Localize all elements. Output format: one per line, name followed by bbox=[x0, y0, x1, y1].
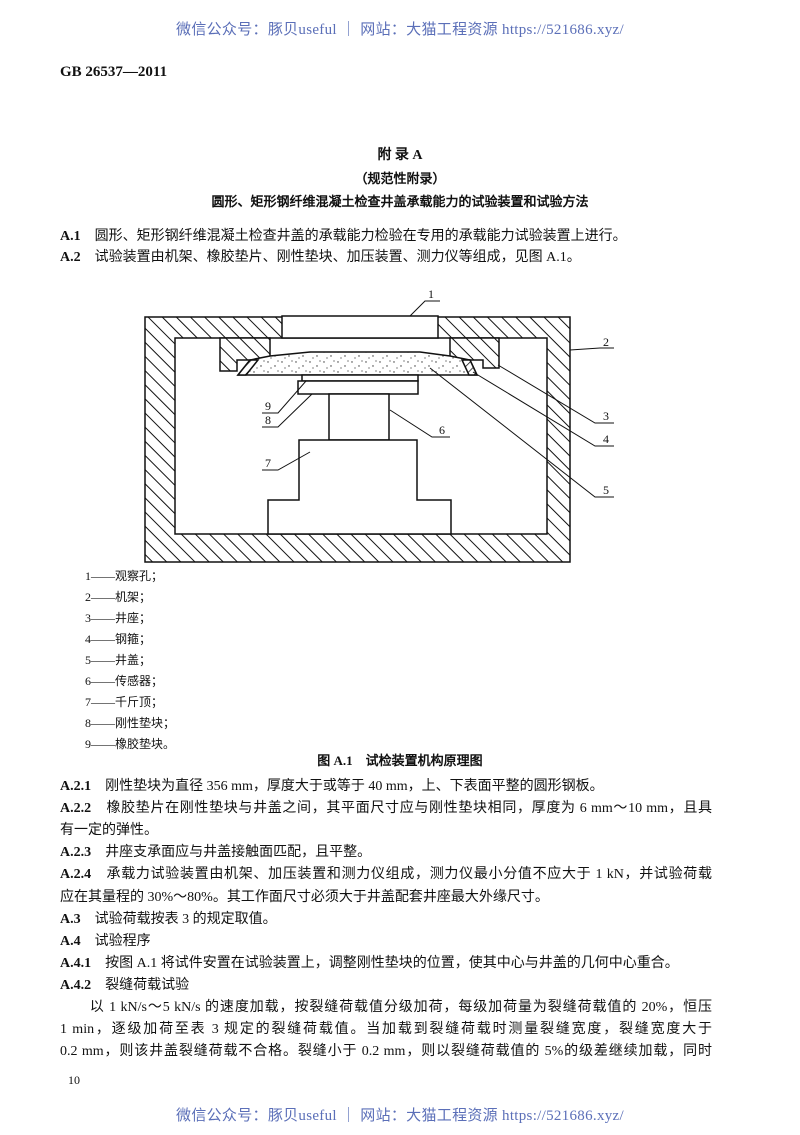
clause-number: A.3 bbox=[60, 911, 81, 927]
body-line: 以 1 kN/s～5 kN/s 的速度加载，按裂缝荷载值分级加荷，每级加荷量为裂… bbox=[60, 999, 712, 1017]
well-seat-left bbox=[219, 337, 271, 372]
observation-hole bbox=[281, 315, 439, 339]
steel-hoop-right bbox=[460, 359, 479, 376]
legend-item: 9——橡胶垫块。 bbox=[85, 737, 176, 751]
clause-a2: A.2 试验装置由机架、橡胶垫片、刚性垫块、加压装置、测力仪等组成，见图 A.1… bbox=[60, 250, 581, 265]
legend-item: 2——机架； bbox=[85, 590, 152, 604]
body-line: A.4.2 裂缝荷载试验 bbox=[60, 977, 189, 995]
body-line: A.3 试验荷载按表 3 的规定取值。 bbox=[60, 911, 277, 929]
legend-item: 1——观察孔； bbox=[85, 569, 164, 583]
standard-header: GB 26537—2011 bbox=[60, 64, 168, 80]
clause-text: 1 min，逐级加荷至表 3 规定的裂缝荷载值。当加载到裂缝荷载时测量裂缝宽度，… bbox=[60, 1022, 712, 1038]
callout-3: 3 bbox=[603, 409, 609, 423]
clause-text: 以 1 kN/s～5 kN/s 的速度加载，按裂缝荷载值分级加荷，每级加荷量为裂… bbox=[60, 1000, 712, 1015]
body-line: A.2.1 刚性垫块为直径 356 mm，厚度大于或等于 40 mm，上、下表面… bbox=[60, 778, 604, 796]
clause-text: 试验程序 bbox=[94, 933, 151, 949]
clause-text: 应在其量程的 30%～80%。其工作面尺寸必须大于井盖配套井座最大外缘尺寸。 bbox=[60, 889, 549, 905]
clause-text: 试验荷载按表 3 的规定取值。 bbox=[94, 911, 277, 927]
well-seat-right bbox=[449, 337, 500, 369]
legend-item: 8——刚性垫块； bbox=[85, 716, 176, 730]
appendix-title: 附 录 A bbox=[377, 148, 423, 163]
clause-a1: A.1 圆形、矩形钢纤维混凝土检查井盖的承载能力检验在专用的承载能力试验装置上进… bbox=[60, 229, 627, 244]
rubber-pad bbox=[301, 374, 419, 382]
clause-text: 橡胶垫片在刚性垫块与井盖之间，其平面尺寸应与刚性垫块相同，厚度为 6 mm～10… bbox=[106, 801, 712, 817]
callout-1: 1 bbox=[428, 287, 434, 301]
body-line: 应在其量程的 30%～80%。其工作面尺寸必须大于井盖配套井座最大外缘尺寸。 bbox=[60, 889, 549, 907]
legend-item: 6——传感器； bbox=[85, 674, 164, 688]
legend-item: 7——千斤顶； bbox=[85, 695, 164, 709]
clause-number: A.2.1 bbox=[60, 779, 92, 794]
body-line: A.4 试验程序 bbox=[60, 933, 151, 951]
clause-number: A.2.2 bbox=[60, 801, 92, 817]
jack bbox=[267, 439, 452, 535]
callout-8: 8 bbox=[265, 413, 271, 427]
callout-9: 9 bbox=[265, 399, 271, 413]
clause-text: 有一定的弹性。 bbox=[60, 823, 158, 839]
clause-number: A.4 bbox=[60, 933, 81, 949]
callout-5: 5 bbox=[603, 483, 609, 497]
body-line: A.2.3 井座支承面应与井盖接触面匹配，且平整。 bbox=[60, 844, 371, 862]
body-line: 1 min，逐级加荷至表 3 规定的裂缝荷载值。当加载到裂缝荷载时测量裂缝宽度，… bbox=[60, 1021, 712, 1039]
body-line: 0.2 mm，则该井盖裂缝荷载不合格。裂缝小于 0.2 mm，则以裂缝荷载值的 … bbox=[60, 1043, 712, 1061]
machine-frame bbox=[144, 316, 571, 563]
body-line: 有一定的弹性。 bbox=[60, 822, 158, 840]
clause-text: 井座支承面应与井盖接触面匹配，且平整。 bbox=[105, 845, 372, 861]
body-line: A.2.4 承载力试验装置由机架、加压装置和测力仪组成，测力仪最小分值不应大于 … bbox=[60, 866, 712, 884]
figure-caption: 图 A.1 试检装置机构原理图 bbox=[317, 753, 483, 768]
clause-text: 刚性垫块为直径 356 mm，厚度大于或等于 40 mm，上、下表面平整的圆形钢… bbox=[105, 779, 604, 794]
clause-number: A.2.3 bbox=[60, 845, 92, 861]
appendix-subtitle: （规范性附录） bbox=[354, 171, 446, 186]
legend-item: 4——钢箍； bbox=[85, 632, 152, 646]
clause-text: 0.2 mm，则该井盖裂缝荷载不合格。裂缝小于 0.2 mm，则以裂缝荷载值的 … bbox=[60, 1044, 712, 1060]
clause-number: A.4.1 bbox=[60, 955, 92, 971]
appendix-heading: 圆形、矩形钢纤维混凝土检查井盖承载能力的试验装置和试验方法 bbox=[211, 194, 589, 209]
steel-hoop-left bbox=[236, 359, 260, 376]
clause-number: A.4.2 bbox=[60, 977, 92, 993]
callout-6: 6 bbox=[439, 423, 445, 437]
watermark-bottom: 微信公众号：豚贝useful ｜ 网站：大猫工程资源 https://52168… bbox=[176, 1108, 624, 1124]
well-cover bbox=[236, 351, 479, 376]
clause-text: 按图 A.1 将试件安置在试验装置上，调整刚性垫块的位置，使其中心与井盖的几何中… bbox=[105, 955, 679, 971]
watermark-top: 微信公众号：豚贝useful ｜ 网站：大猫工程资源 https://52168… bbox=[176, 22, 624, 38]
body-line: A.2.2 橡胶垫片在刚性垫块与井盖之间，其平面尺寸应与刚性垫块相同，厚度为 6… bbox=[60, 800, 712, 818]
clause-text: 裂缝荷载试验 bbox=[105, 977, 190, 993]
sensor bbox=[328, 393, 390, 441]
body-line: A.4.1 按图 A.1 将试件安置在试验装置上，调整刚性垫块的位置，使其中心与… bbox=[60, 955, 679, 973]
legend-item: 3——井座； bbox=[85, 611, 152, 625]
page-number: 10 bbox=[68, 1073, 80, 1087]
clause-text: 承载力试验装置由机架、加压装置和测力仪组成，测力仪最小分值不应大于 1 kN，并… bbox=[106, 867, 713, 883]
callout-7: 7 bbox=[265, 456, 271, 470]
callout-4: 4 bbox=[603, 432, 609, 446]
rigid-block bbox=[297, 380, 419, 395]
clause-number: A.2.4 bbox=[60, 867, 92, 883]
legend-item: 5——井盖； bbox=[85, 653, 152, 667]
callout-2: 2 bbox=[603, 335, 609, 349]
